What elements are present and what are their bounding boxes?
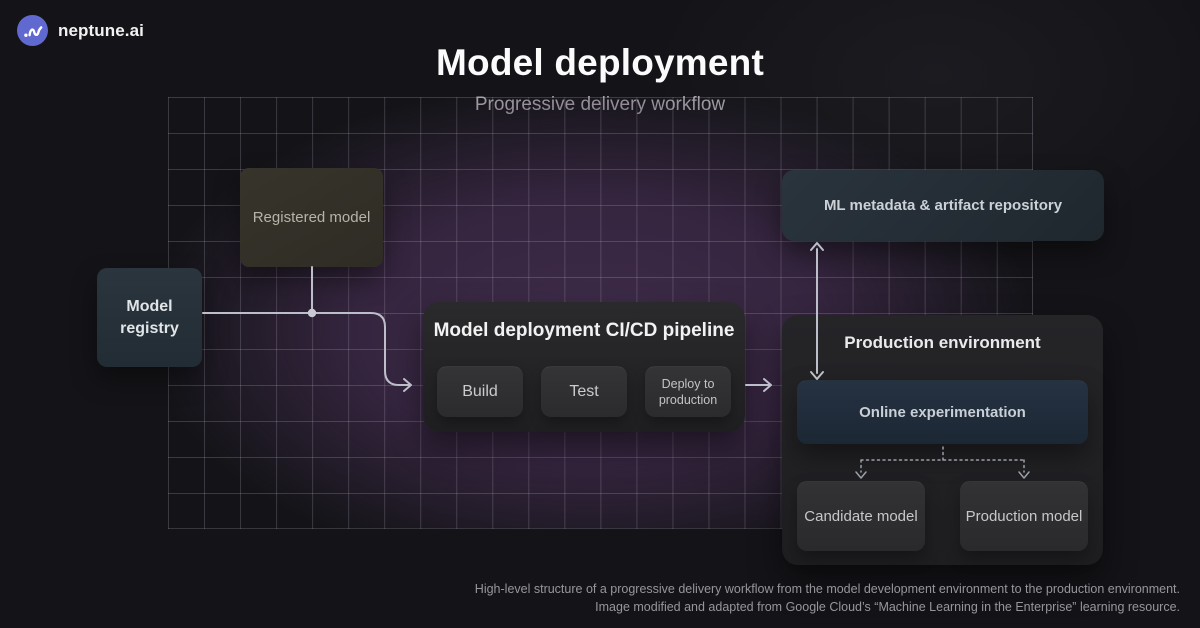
step-test: Test [541, 366, 627, 417]
caption-line-2: Image modified and adapted from Google C… [595, 599, 1180, 614]
node-production-model: Production model [960, 481, 1088, 551]
production-environment-title: Production environment [844, 333, 1041, 352]
node-candidate-model: Candidate model [797, 481, 925, 551]
brand: neptune.ai [17, 15, 144, 46]
node-model-registry-label: Model registry [120, 297, 179, 337]
node-ml-metadata-label: ML metadata & artifact repository [823, 197, 1063, 214]
candidate-model-label: Candidate model [804, 507, 918, 525]
cicd-pipeline-title: Model deployment CI/CD pipeline [433, 320, 735, 341]
node-online-experimentation: Online experimentation [797, 380, 1088, 444]
step-build: Build [437, 366, 523, 417]
brand-name: neptune.ai [58, 20, 145, 40]
neptune-logo-icon [17, 15, 48, 46]
online-experimentation-label: Online experimentation [859, 404, 1026, 421]
node-registered-model-label: Registered model [252, 209, 371, 226]
node-registered-model: Registered model [240, 168, 383, 267]
step-deploy-to-production: Deploy to production [645, 366, 731, 417]
caption-line-1: High-level structure of a progressive de… [474, 582, 1180, 596]
footer-caption: High-level structure of a progressive de… [420, 581, 1180, 616]
page-title: Model deployment [436, 42, 764, 83]
node-model-registry: Model registry [97, 268, 202, 367]
node-ml-metadata-repository: ML metadata & artifact repository [782, 170, 1104, 241]
cicd-steps: Build Test Deploy to production [437, 366, 731, 417]
production-model-label: Production model [965, 507, 1083, 525]
